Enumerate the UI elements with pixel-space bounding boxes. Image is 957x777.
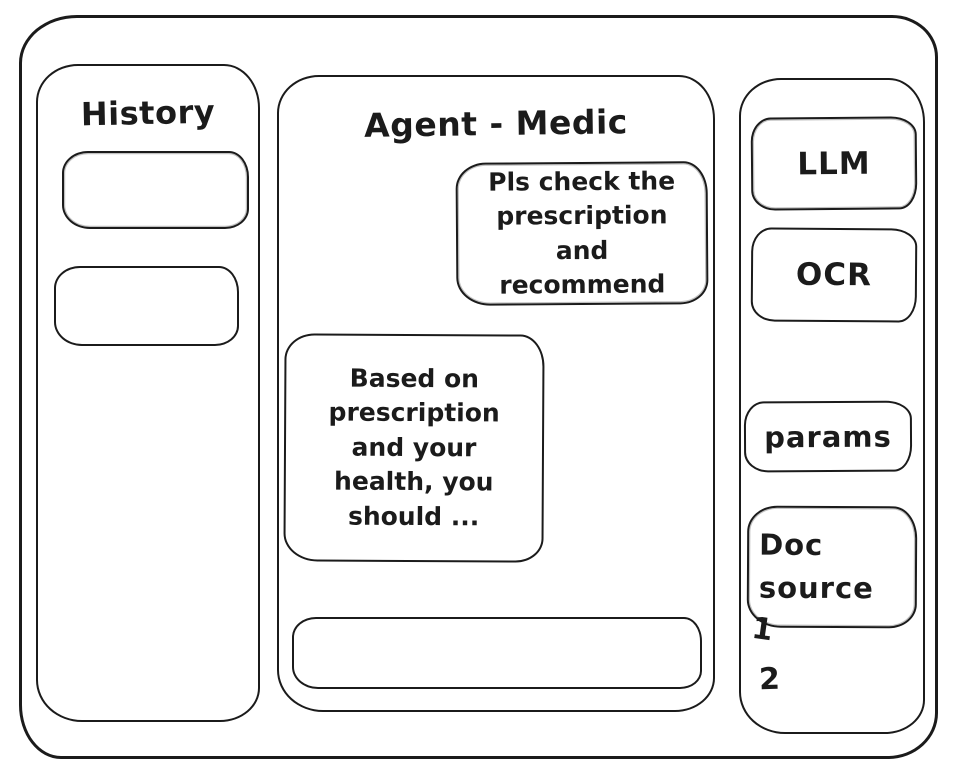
params-button[interactable]: params	[743, 400, 913, 473]
user-message-bubble: Pls check the prescription and recommend	[455, 161, 709, 306]
message-input[interactable]	[292, 617, 702, 689]
assistant-message-bubble: Based on prescription and your health, y…	[283, 333, 545, 563]
llm-button[interactable]: LLM	[750, 116, 918, 211]
ocr-button[interactable]: OCR	[750, 227, 918, 323]
doc-source-button[interactable]: Doc source	[746, 505, 918, 629]
chat-title: Agent - Medic	[363, 102, 629, 145]
history-item[interactable]	[62, 151, 249, 229]
history-item[interactable]	[54, 266, 239, 346]
doc-source-item-2[interactable]: 2	[758, 661, 781, 698]
history-title: History	[80, 92, 216, 134]
